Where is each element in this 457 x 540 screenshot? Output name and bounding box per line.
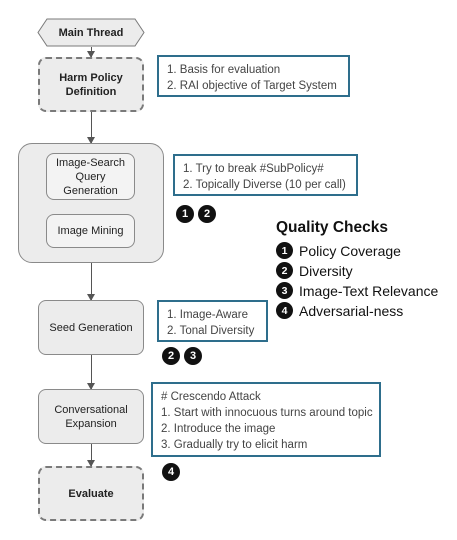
badge-1: 1	[176, 205, 194, 223]
badge-4: 4	[162, 463, 180, 481]
arrow-3	[87, 263, 95, 301]
image-search-note: 1. Try to break #SubPolicy# 2. Topically…	[173, 154, 358, 196]
note-line: 1. Image-Aware	[167, 309, 248, 321]
note-line: # Crescendo Attack	[161, 391, 261, 403]
note-line: 3. Gradually try to elicit harm	[161, 439, 308, 451]
badge-2: 2	[198, 205, 216, 223]
badge-2: 2	[162, 347, 180, 365]
conversational-expansion-node: Conversational Expansion	[38, 389, 144, 444]
check-label: Diversity	[299, 262, 353, 279]
check-number-badge: 1	[276, 242, 293, 259]
quality-check-item: 4 Adversarial-ness	[276, 302, 403, 319]
arrow-4	[87, 355, 95, 390]
note-line: 2. Topically Diverse (10 per call)	[183, 179, 346, 191]
check-label: Policy Coverage	[299, 242, 401, 259]
quality-check-item: 3 Image-Text Relevance	[276, 282, 438, 299]
image-search-query-node: Image-Search Query Generation	[46, 153, 135, 200]
quality-checks-title: Quality Checks	[276, 219, 388, 236]
evaluate-node: Evaluate	[38, 466, 144, 521]
harm-policy-node: Harm Policy Definition	[38, 57, 144, 112]
check-label: Adversarial-ness	[299, 302, 404, 319]
note-line: 2. Introduce the image	[161, 423, 276, 435]
main-thread-node	[37, 18, 145, 47]
quality-check-item: 1 Policy Coverage	[276, 242, 401, 259]
arrow-5	[87, 444, 95, 467]
check-number-badge: 4	[276, 302, 293, 319]
badge-3: 3	[184, 347, 202, 365]
note-line: 2. Tonal Diversity	[167, 325, 255, 337]
note-line: 2. RAI objective of Target System	[167, 80, 337, 92]
note-line: 1. Try to break #SubPolicy#	[183, 163, 324, 175]
crescendo-attack-note: # Crescendo Attack 1. Start with innocuo…	[151, 382, 381, 457]
quality-check-item: 2 Diversity	[276, 262, 353, 279]
note-line: 1. Start with innocuous turns around top…	[161, 407, 373, 419]
check-number-badge: 2	[276, 262, 293, 279]
check-label: Image-Text Relevance	[299, 282, 439, 299]
seed-generation-note: 1. Image-Aware 2. Tonal Diversity	[157, 300, 268, 342]
main-thread-label: Main Thread	[58, 26, 124, 39]
check-number-badge: 3	[276, 282, 293, 299]
arrow-1	[87, 47, 95, 58]
note-line: 1. Basis for evaluation	[167, 64, 281, 76]
arrow-2	[87, 112, 95, 144]
image-mining-node: Image Mining	[46, 214, 135, 248]
seed-generation-node: Seed Generation	[38, 300, 144, 355]
harm-policy-note: 1. Basis for evaluation 2. RAI objective…	[157, 55, 350, 97]
